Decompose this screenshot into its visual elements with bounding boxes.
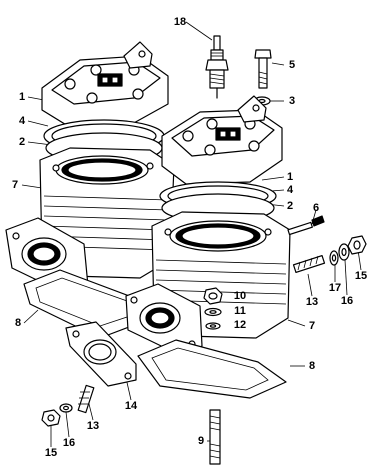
callout-7-right-cylinder: 7 [308,320,316,332]
callout-14: 14 [124,400,138,412]
hex-nut-right [347,235,367,255]
lock-washer-right [338,243,350,261]
callout-7-left-cylinder: 7 [11,179,19,191]
center-washer [204,307,222,317]
exhaust-stud-right [292,254,326,274]
callout-1-left-head: 1 [18,91,26,103]
callout-12: 12 [233,319,247,331]
hex-nut-left [41,409,61,427]
callout-2-right-gasket: 2 [286,200,294,212]
callout-13-left: 13 [86,420,100,432]
callout-15-left: 15 [44,447,58,459]
center-lock-washer [205,322,221,330]
callout-17: 17 [328,282,342,294]
callout-2-left-gasket: 2 [18,136,26,148]
callout-4-right-gasket: 4 [286,184,294,196]
callout-8-left-gasket: 8 [14,317,22,329]
callout-4-left-gasket: 4 [18,115,26,127]
spark-plug [205,35,229,99]
callout-6: 6 [312,202,320,214]
callout-9: 9 [197,435,205,447]
left-cylinder-head [41,41,169,127]
callout-1-right-head: 1 [286,171,294,183]
callout-5: 5 [288,59,296,71]
callout-3: 3 [288,95,296,107]
head-bolt [254,49,272,89]
callout-16-left: 16 [62,437,76,449]
exhaust-gasket [65,321,137,387]
exhaust-stud-left [77,384,95,414]
cylinder-base-stud [209,409,221,465]
callout-13-right: 13 [305,296,319,308]
stud-washer-right [329,250,339,266]
stud-washer-left [59,403,73,413]
temperature-fitting [287,215,325,236]
right-cylinder-head [161,95,283,185]
center-nut [203,287,223,305]
callout-11: 11 [234,305,246,317]
callout-10: 10 [233,290,247,302]
callout-8-right-gasket: 8 [308,360,316,372]
callout-16-right: 16 [340,295,354,307]
callout-15-right: 15 [354,270,368,282]
right-base-gasket [137,339,287,399]
right-exhaust-flange [125,283,203,357]
callout-18: 18 [173,16,187,28]
